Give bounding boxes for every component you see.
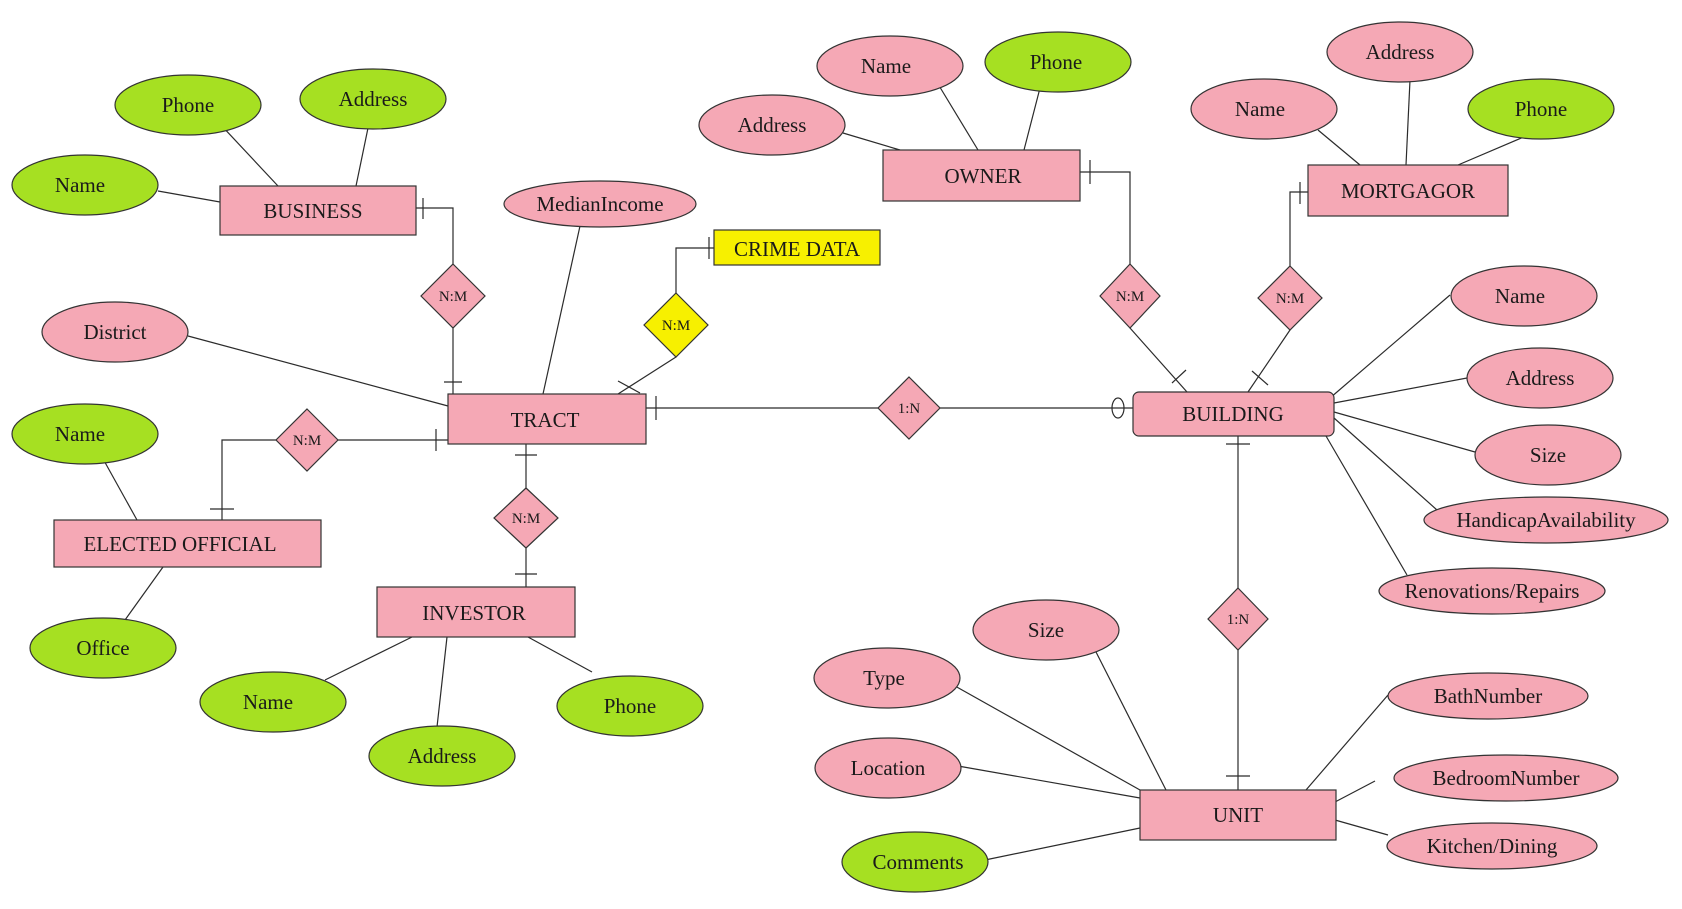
svg-text:MORTGAGOR: MORTGAGOR [1341, 179, 1475, 203]
attribute-mortgagor-phone: Phone [1467, 78, 1615, 140]
svg-text:CRIME DATA: CRIME DATA [734, 237, 861, 261]
svg-text:BUSINESS: BUSINESS [263, 199, 362, 223]
svg-text:Office: Office [76, 636, 129, 660]
svg-text:HandicapAvailability: HandicapAvailability [1456, 508, 1636, 532]
svg-text:UNIT: UNIT [1213, 803, 1263, 827]
relationship-tract-investor: N:M [493, 487, 559, 549]
attribute-investor-name: Name [199, 671, 347, 733]
svg-text:Name: Name [55, 173, 105, 197]
attribute-unit-comments: Comments [841, 831, 989, 893]
attribute-unit-type: Type [813, 647, 961, 709]
attribute-business-name: Name [11, 154, 159, 216]
svg-text:Address: Address [339, 87, 408, 111]
entity-building: BUILDING [1132, 391, 1335, 437]
entity-owner: OWNER [882, 149, 1081, 202]
attribute-tract-median-income: MedianIncome [503, 180, 697, 228]
entity-business: BUSINESS [219, 185, 417, 236]
svg-text:Kitchen/Dining: Kitchen/Dining [1427, 834, 1558, 858]
attribute-unit-bedroom: BedroomNumber [1393, 754, 1619, 802]
attribute-business-phone: Phone [114, 74, 262, 136]
relationship-tract-crime: N:M [643, 292, 709, 358]
entity-unit: UNIT [1139, 789, 1337, 841]
svg-text:Name: Name [1495, 284, 1545, 308]
entity-mortgagor: MORTGAGOR [1307, 164, 1509, 217]
svg-text:N:M: N:M [293, 433, 321, 449]
svg-text:ELECTED OFFICIAL: ELECTED OFFICIAL [83, 532, 276, 556]
relationship-mortgagor-building: N:M [1257, 265, 1323, 331]
relationship-business-tract: N:M [420, 263, 486, 329]
attribute-owner-address: Address [698, 94, 846, 156]
relationship-owner-building: N:M [1099, 263, 1161, 329]
svg-text:Type: Type [863, 666, 905, 690]
svg-text:Size: Size [1028, 618, 1064, 642]
attribute-investor-address: Address [368, 725, 516, 787]
svg-text:Comments: Comments [872, 850, 963, 874]
attribute-unit-bath: BathNumber [1387, 672, 1589, 720]
svg-text:Name: Name [861, 54, 911, 78]
relationship-building-unit: 1:N [1207, 587, 1269, 651]
svg-text:Name: Name [55, 422, 105, 446]
attribute-investor-phone: Phone [556, 675, 704, 737]
svg-text:Phone: Phone [162, 93, 215, 117]
svg-text:Name: Name [243, 690, 293, 714]
relationship-tract-building: 1:N [877, 376, 941, 440]
svg-text:N:M: N:M [1116, 289, 1144, 305]
svg-text:BathNumber: BathNumber [1434, 684, 1542, 708]
attribute-building-renovations: Renovations/Repairs [1378, 567, 1606, 615]
svg-text:Location: Location [851, 756, 926, 780]
attribute-mortgagor-name: Name [1190, 78, 1338, 140]
svg-text:OWNER: OWNER [945, 164, 1022, 188]
attribute-building-handicap: HandicapAvailability [1423, 496, 1669, 544]
svg-text:Phone: Phone [1030, 50, 1083, 74]
svg-text:N:M: N:M [439, 289, 467, 305]
attribute-unit-size: Size [972, 599, 1120, 661]
attribute-unit-kitchen: Kitchen/Dining [1386, 822, 1598, 870]
attribute-business-address: Address [299, 68, 447, 130]
attribute-building-name: Name [1450, 265, 1598, 327]
svg-text:1:N: 1:N [898, 401, 921, 417]
attribute-building-size: Size [1474, 424, 1622, 486]
svg-text:N:M: N:M [512, 511, 540, 527]
entity-elected-official: ELECTED OFFICIAL [53, 519, 322, 568]
entity-tract: TRACT [447, 393, 647, 445]
svg-text:MedianIncome: MedianIncome [536, 192, 663, 216]
relationship-official-tract: N:M [275, 408, 339, 472]
svg-text:Address: Address [1366, 40, 1435, 64]
svg-text:Address: Address [1506, 366, 1575, 390]
svg-text:District: District [84, 320, 147, 344]
svg-text:Address: Address [738, 113, 807, 137]
svg-text:Phone: Phone [604, 694, 657, 718]
svg-text:Address: Address [408, 744, 477, 768]
svg-text:N:M: N:M [1276, 291, 1304, 307]
svg-text:BUILDING: BUILDING [1182, 402, 1283, 426]
svg-text:Size: Size [1530, 443, 1566, 467]
svg-text:N:M: N:M [662, 318, 690, 334]
attribute-owner-phone: Phone [984, 31, 1132, 93]
attribute-official-name: Name [11, 403, 159, 465]
attribute-mortgagor-address: Address [1326, 21, 1474, 83]
svg-text:Renovations/Repairs: Renovations/Repairs [1405, 579, 1580, 603]
entity-crime-data: CRIME DATA [713, 229, 881, 266]
connector-lines [101, 79, 1527, 861]
svg-text:Name: Name [1235, 97, 1285, 121]
entity-investor: INVESTOR [376, 586, 576, 638]
attribute-building-address: Address [1466, 347, 1614, 409]
attribute-unit-location: Location [814, 737, 962, 799]
svg-text:Phone: Phone [1515, 97, 1568, 121]
svg-text:1:N: 1:N [1227, 612, 1250, 628]
svg-text:INVESTOR: INVESTOR [422, 601, 525, 625]
svg-text:TRACT: TRACT [511, 408, 580, 432]
attribute-official-office: Office [29, 617, 177, 679]
attribute-tract-district: District [41, 301, 189, 363]
attribute-owner-name: Name [816, 35, 964, 97]
svg-text:BedroomNumber: BedroomNumber [1433, 766, 1580, 790]
